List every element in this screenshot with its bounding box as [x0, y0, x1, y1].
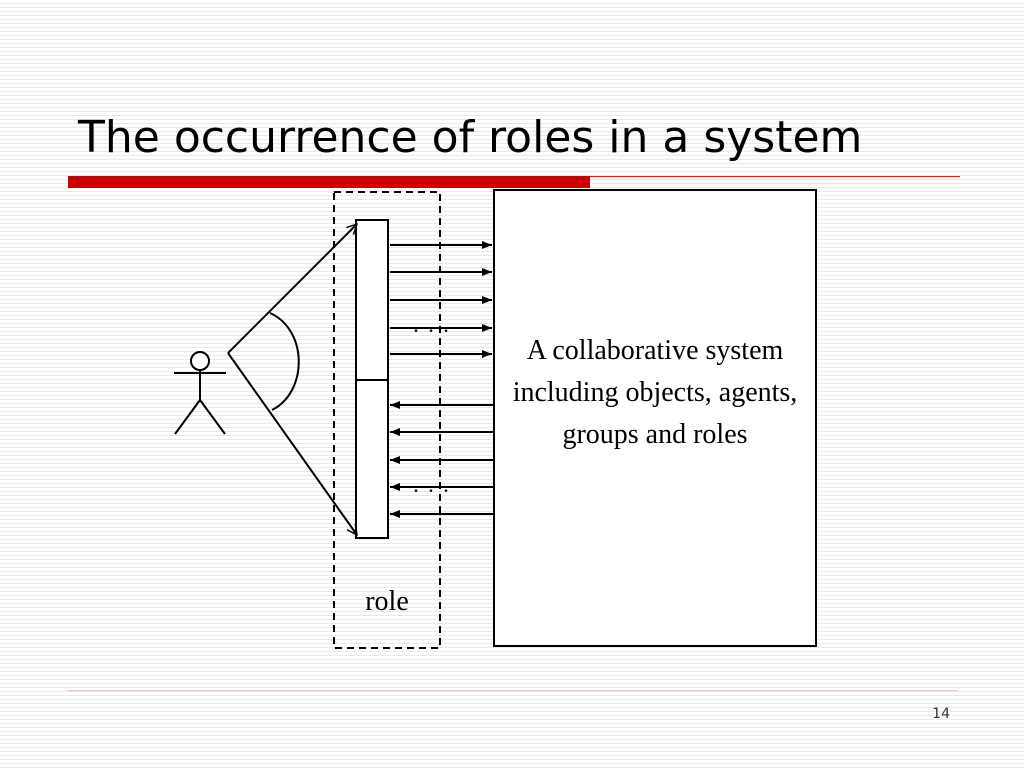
title-underline-rule — [590, 176, 960, 177]
stick-figure-actor-icon — [174, 351, 226, 435]
actor-view-lines — [227, 224, 357, 535]
role-bar — [355, 219, 389, 539]
footer-rule — [68, 690, 958, 691]
view-line-upper — [227, 224, 357, 354]
ellipsis-outgoing: . . . — [413, 312, 451, 337]
role-label: role — [365, 586, 409, 617]
outgoing-message-arrows — [390, 241, 492, 358]
title-underline-bar — [68, 176, 590, 188]
incoming-message-arrows — [390, 401, 494, 518]
system-box-label: A collaborative system including objects… — [512, 335, 798, 450]
view-angle-arc — [269, 312, 300, 411]
system-box — [493, 189, 817, 647]
page-number: 14 — [932, 706, 950, 722]
slide-title: The occurrence of roles in a system — [78, 112, 863, 163]
role-boundary — [333, 191, 441, 649]
ellipsis-incoming: . . . — [413, 472, 451, 497]
view-line-lower — [227, 352, 357, 535]
